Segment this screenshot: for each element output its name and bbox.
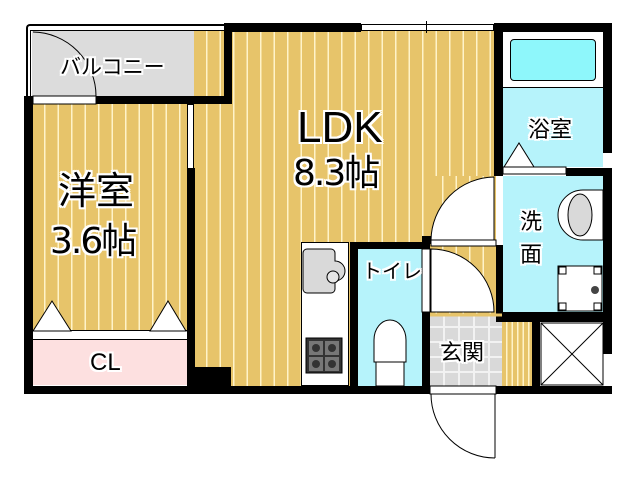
wall-top-ldk [224, 23, 361, 32]
wall-toilet-right [422, 312, 430, 392]
wall-bottom-right [496, 386, 612, 394]
ldk-name: LDK [297, 103, 383, 152]
wall-balcony-bottom [96, 96, 232, 104]
western-room-name: 洋室 [58, 169, 135, 213]
closet-door-strip [32, 330, 187, 340]
toilet-icon [373, 319, 407, 387]
wall-right [603, 23, 612, 153]
washbasin-icon [557, 189, 604, 241]
toilet-label: トイレ [362, 259, 422, 283]
balcony-door-swing [32, 31, 97, 105]
washroom-label-line2: 面 [520, 243, 543, 268]
balcony-area [32, 31, 224, 97]
kitchen-sink-icon [302, 248, 346, 294]
wall-ldk-corner [194, 367, 231, 387]
wall-storage-left [532, 312, 540, 392]
bathtub [510, 39, 596, 81]
entrance-label: 玄関 [440, 341, 485, 366]
wall-balcony-right [224, 23, 232, 104]
balcony-rail [26, 24, 231, 98]
wall-bottom-left [24, 386, 434, 394]
bathroom-label: 浴室 [528, 118, 573, 143]
wall-right-lower [603, 176, 612, 354]
ldk-window [361, 24, 494, 31]
ldk-window-mullion [426, 21, 427, 33]
balcony-inner-rail [30, 30, 228, 96]
entrance-floor [430, 315, 502, 386]
washroom-label-line1: 洗 [520, 210, 543, 235]
wall-toilet-left [350, 242, 358, 392]
washing-machine-pan-icon [557, 265, 603, 312]
step-floor [502, 322, 532, 386]
wall-bath-bottom [566, 168, 612, 176]
wall-top-right [494, 23, 611, 32]
wall-wash-bottom [496, 312, 612, 322]
western-room-floor [32, 104, 187, 334]
wall-room-divider [187, 168, 195, 392]
wall-left [24, 96, 33, 393]
wall-hall-mid [422, 236, 434, 244]
closet-label: CL [90, 349, 121, 376]
stove-icon [305, 337, 343, 374]
closet-floor [32, 340, 187, 385]
western-room-size: 3.6帖 [50, 221, 137, 262]
wall-bath-left [494, 23, 503, 176]
pipe-space-x-icon [540, 322, 604, 386]
ldk-size: 8.3帖 [293, 153, 380, 194]
balcony-label: バルコニー [60, 55, 165, 79]
sliding-door [187, 104, 194, 169]
wall-toilet-top [350, 242, 430, 249]
